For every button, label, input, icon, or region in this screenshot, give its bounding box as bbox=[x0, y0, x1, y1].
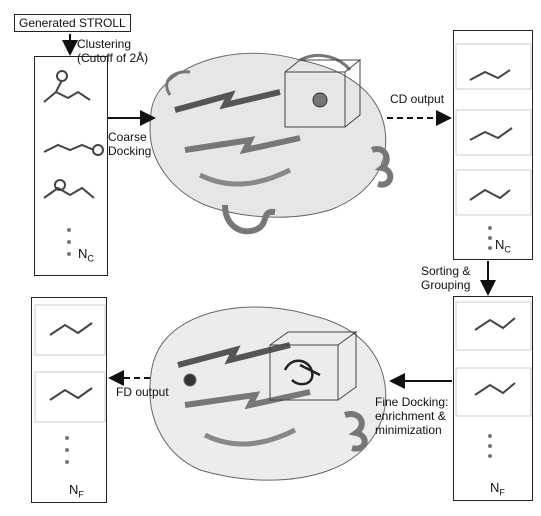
sorting-label: Sorting & Grouping bbox=[421, 264, 470, 292]
fine-line1: Fine Docking: bbox=[375, 395, 449, 409]
left-top-panel-ligands bbox=[43, 70, 104, 199]
right-top-panel-dots bbox=[488, 226, 492, 250]
nf-label-left: NF bbox=[69, 482, 84, 500]
right-bottom-panel bbox=[453, 296, 533, 501]
nf-main-left: N bbox=[69, 482, 79, 497]
left-bottom-panel bbox=[31, 297, 107, 503]
title-text: Generated STROLL bbox=[19, 16, 126, 30]
right-top-panel-ligands bbox=[455, 43, 532, 216]
left-bottom-panel-ligands bbox=[34, 304, 106, 423]
protein-structure-top bbox=[149, 52, 394, 235]
coarse-line2: Docking bbox=[108, 144, 152, 158]
nf-label-right: NF bbox=[490, 480, 505, 498]
right-bottom-panel-dots bbox=[488, 434, 492, 458]
nf-sub-right: F bbox=[499, 487, 505, 498]
right-bottom-panel-ligands bbox=[455, 301, 532, 417]
clustering-line1: Clustering bbox=[77, 37, 132, 51]
fd-output-label: FD output bbox=[116, 385, 169, 399]
nc-label-left: NC bbox=[78, 246, 94, 264]
nf-main-right: N bbox=[490, 480, 500, 495]
nc-sub: C bbox=[87, 253, 94, 264]
clustering-label: Clustering (Cutoff of 2Å) bbox=[77, 37, 148, 65]
fine-line3: minimization bbox=[375, 423, 442, 437]
nf-sub-left: F bbox=[78, 489, 84, 500]
nc-sub-right: C bbox=[504, 244, 511, 255]
fine-docking-label: Fine Docking: enrichment & minimization bbox=[375, 395, 448, 437]
sorting-line1: Sorting & bbox=[421, 264, 471, 278]
sorting-line2: Grouping bbox=[421, 278, 471, 292]
cd-output-label: CD output bbox=[390, 92, 444, 106]
nc-main: N bbox=[78, 246, 88, 261]
left-top-panel-dots bbox=[67, 228, 71, 256]
fd-output-text: FD output bbox=[116, 385, 169, 399]
cd-output-text: CD output bbox=[390, 92, 445, 106]
nc-label-right: NC bbox=[495, 237, 511, 255]
right-top-panel bbox=[453, 30, 533, 260]
coarse-line1: Coarse bbox=[108, 130, 147, 144]
protein-structure-bottom bbox=[149, 306, 387, 481]
arrows bbox=[62, 34, 496, 389]
clustering-line2: (Cutoff of 2Å) bbox=[77, 51, 149, 65]
left-bottom-panel-dots bbox=[65, 436, 69, 464]
nc-main-right: N bbox=[495, 237, 505, 252]
coarse-docking-label: Coarse Docking bbox=[108, 130, 151, 158]
title-box: Generated STROLL bbox=[14, 14, 131, 32]
fine-line2: enrichment & bbox=[375, 409, 446, 423]
left-top-panel bbox=[34, 56, 108, 276]
